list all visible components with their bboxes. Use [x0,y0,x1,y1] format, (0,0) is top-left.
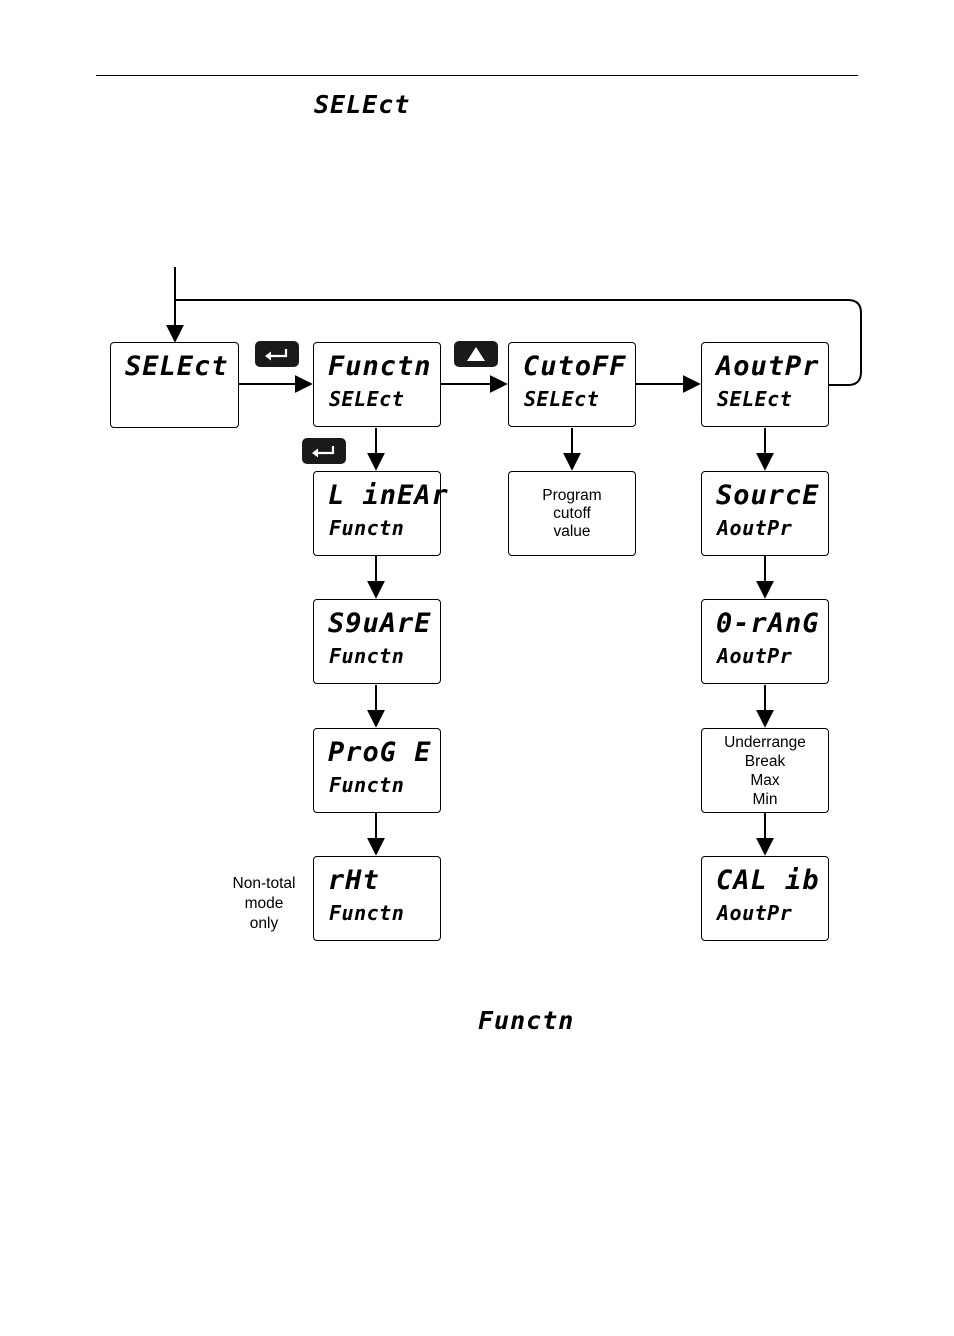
note-line: mode [244,895,284,912]
node-square-line2: Functn [329,644,405,668]
node-functn: Functn SELEct [313,342,441,427]
node-orang-line2: AoutPr [717,644,793,668]
node-cutoff-line1: CutoFF [523,351,627,382]
node-orang-line1: 0-rAnG [716,608,820,639]
select-heading-word: SELEct [314,90,411,119]
program-cutoff-line: value [553,522,591,540]
node-calib-line2: AoutPr [717,901,793,925]
program-cutoff-line: cutoff [553,504,591,522]
fault-option: Min [752,790,778,808]
up-arrow-icon [467,347,485,361]
node-linear: L inEAr Functn [313,471,448,556]
note-line: Non-total [232,875,296,892]
fault-option: Max [750,771,780,789]
node-proge: ProG E Functn [313,728,441,813]
node-rht: rHt Functn [313,856,441,941]
enter-key-2 [302,438,346,464]
node-proge-line2: Functn [329,773,405,797]
node-rht-line1: rHt [328,865,380,896]
node-select-line1: SELEct [125,351,229,382]
fault-option: Break [744,752,786,770]
node-calib-line1: CAL ib [716,865,820,896]
program-cutoff-line: Program [542,486,602,504]
enter-key [255,341,299,367]
functn-footer-word: Functn [478,1006,575,1035]
header-rule [96,75,858,76]
node-calib: CAL ib AoutPr [701,856,829,941]
loop-back-line [175,299,862,386]
node-aoutpr-line2: SELEct [717,387,793,411]
node-aoutpr: AoutPr SELEct [701,342,829,427]
node-source-line2: AoutPr [717,516,793,540]
node-orang: 0-rAnG AoutPr [701,599,829,684]
node-proge-line1: ProG E [328,737,432,768]
node-functn-line2: SELEct [329,387,405,411]
node-square: S9uArE Functn [313,599,441,684]
enter-key-icon [265,349,288,361]
node-aoutpr-line1: AoutPr [716,351,820,382]
fault-option: Underrange [724,733,806,751]
node-select: SELEct [110,342,239,428]
node-program-cutoff: Program cutoff value [508,471,636,556]
node-source-line1: SourcE [716,480,820,511]
node-cutoff-line2: SELEct [524,387,600,411]
node-source: SourcE AoutPr [701,471,829,556]
enter-key-icon [312,446,335,458]
node-fault-options: Underrange Break Max Min [701,728,829,813]
node-linear-line1: L inEAr [328,480,449,511]
node-linear-line2: Functn [329,516,405,540]
up-arrow-key [454,341,498,367]
non-total-note: Non-total mode only [226,874,302,934]
note-line: only [249,915,279,932]
node-rht-line2: Functn [329,901,405,925]
node-functn-line1: Functn [328,351,432,382]
node-square-line1: S9uArE [328,608,432,639]
node-cutoff: CutoFF SELEct [508,342,636,427]
